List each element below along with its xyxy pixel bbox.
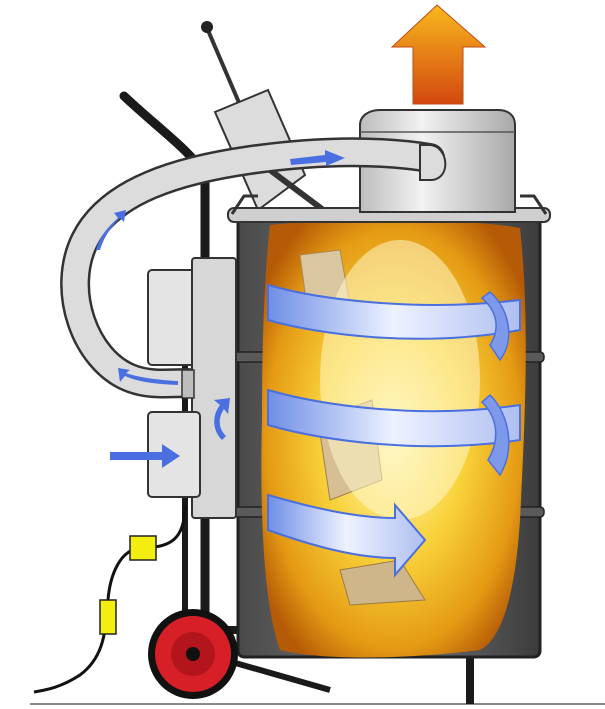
duct-coupling [182, 370, 194, 398]
plug-icon [100, 600, 116, 634]
wheel-icon [148, 609, 238, 699]
flame-glow [320, 240, 480, 520]
duct-elbow [420, 145, 445, 180]
lever-knob [201, 21, 213, 33]
lever-rod [207, 28, 240, 105]
plug-icon [130, 536, 156, 560]
exhaust-arrow-icon [392, 5, 485, 104]
